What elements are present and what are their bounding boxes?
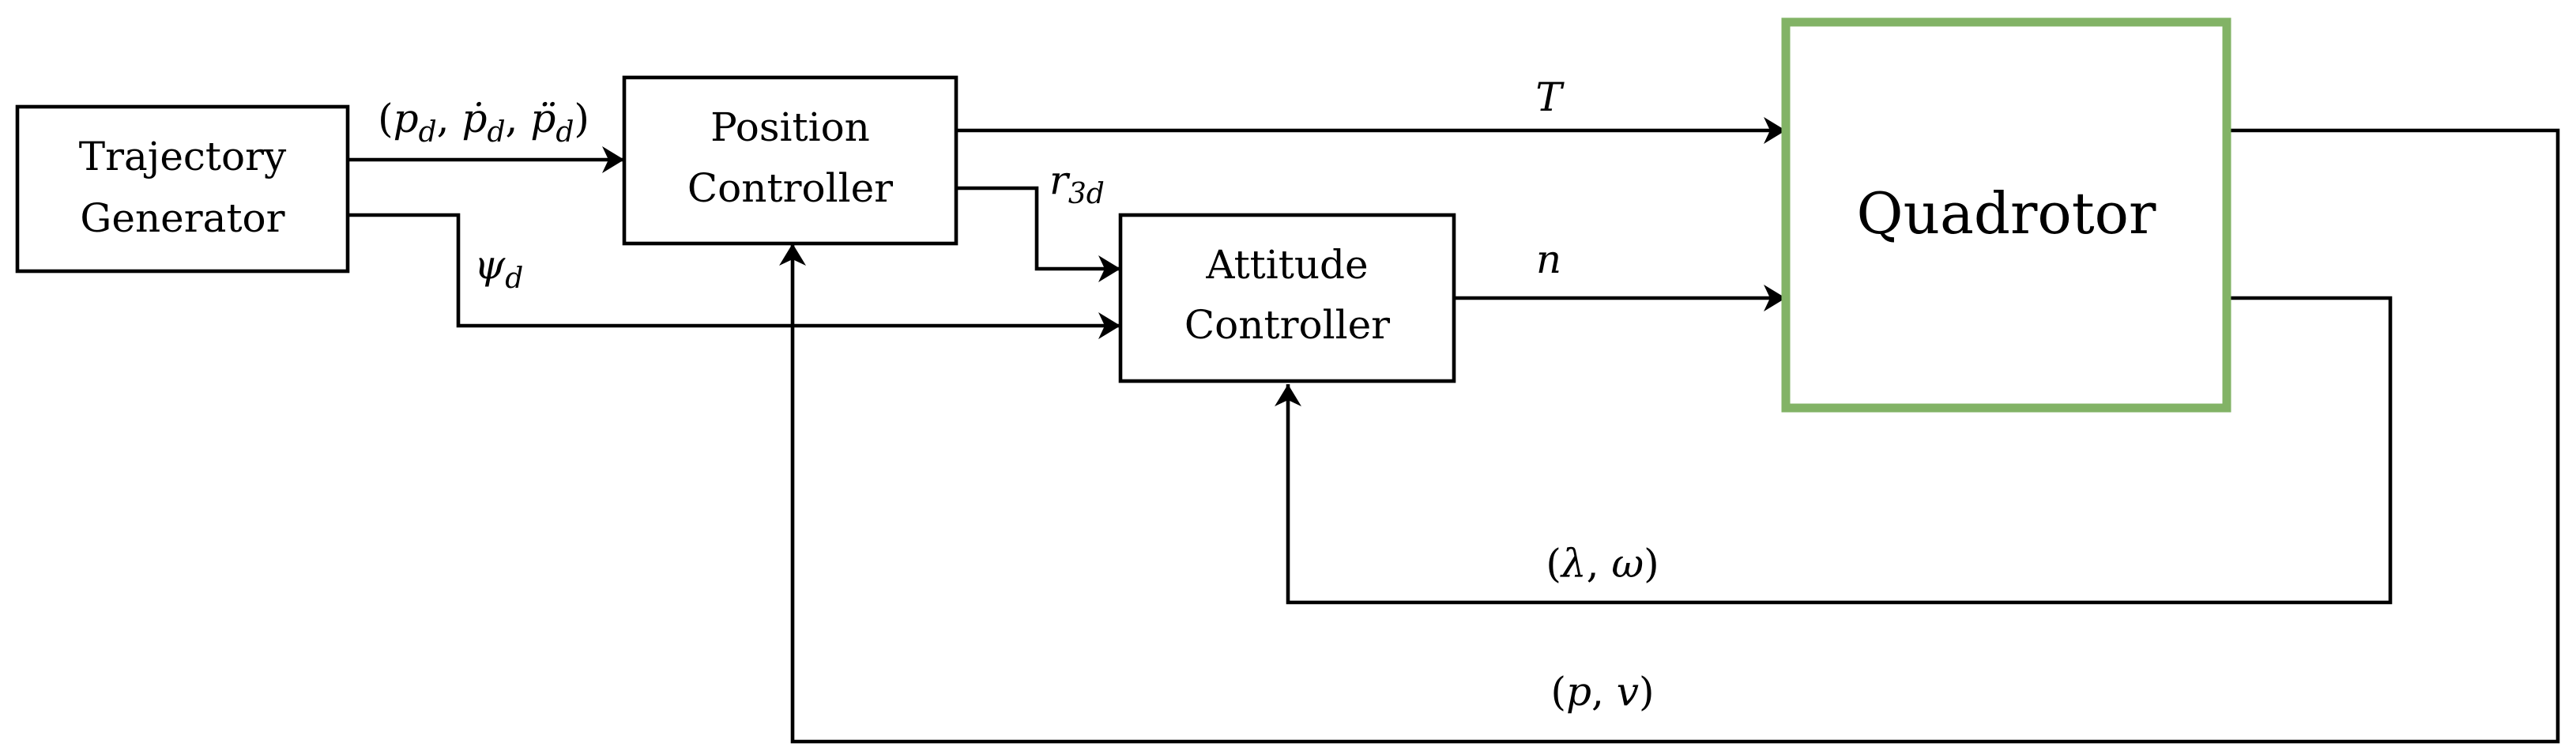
thrust-label: T bbox=[1535, 74, 1565, 120]
attitude-controller-label-line2: Controller bbox=[1184, 302, 1390, 348]
trajectory-generator-label-line2: Generator bbox=[80, 195, 284, 241]
moment-label: n bbox=[1536, 236, 1561, 282]
quadrotor-border bbox=[1781, 17, 2231, 413]
thrust-direction-label: r3d bbox=[1049, 157, 1105, 210]
attitude-controller-label-line1: Attitude bbox=[1205, 242, 1368, 288]
position-controller-label-line1: Position bbox=[710, 104, 870, 150]
position-controller-label-line2: Controller bbox=[687, 165, 893, 211]
thrust-direction-arrow bbox=[956, 186, 1120, 282]
attitude-feedback-arrow bbox=[1275, 296, 2393, 605]
position-controller-block: Position Controller bbox=[622, 75, 958, 246]
attitude-controller-block: Attitude Controller bbox=[1118, 213, 1456, 383]
trajectory-generator-label-line1: Trajectory bbox=[79, 134, 287, 179]
desired-trajectory-label: (pd, ṗd, p̈d) bbox=[378, 96, 589, 149]
quadrotor-label: Quadrotor bbox=[1857, 180, 2156, 247]
attitude-feedback-label: (λ, ω) bbox=[1546, 541, 1659, 587]
desired-yaw-label: ψd bbox=[474, 242, 523, 295]
quadrotor-block: Quadrotor bbox=[1781, 17, 2231, 413]
position-feedback-arrow bbox=[779, 128, 2560, 744]
position-feedback-label: (p, v) bbox=[1550, 669, 1654, 715]
trajectory-generator-block: Trajectory Generator bbox=[15, 104, 350, 274]
desired-yaw-arrow bbox=[348, 213, 1120, 339]
